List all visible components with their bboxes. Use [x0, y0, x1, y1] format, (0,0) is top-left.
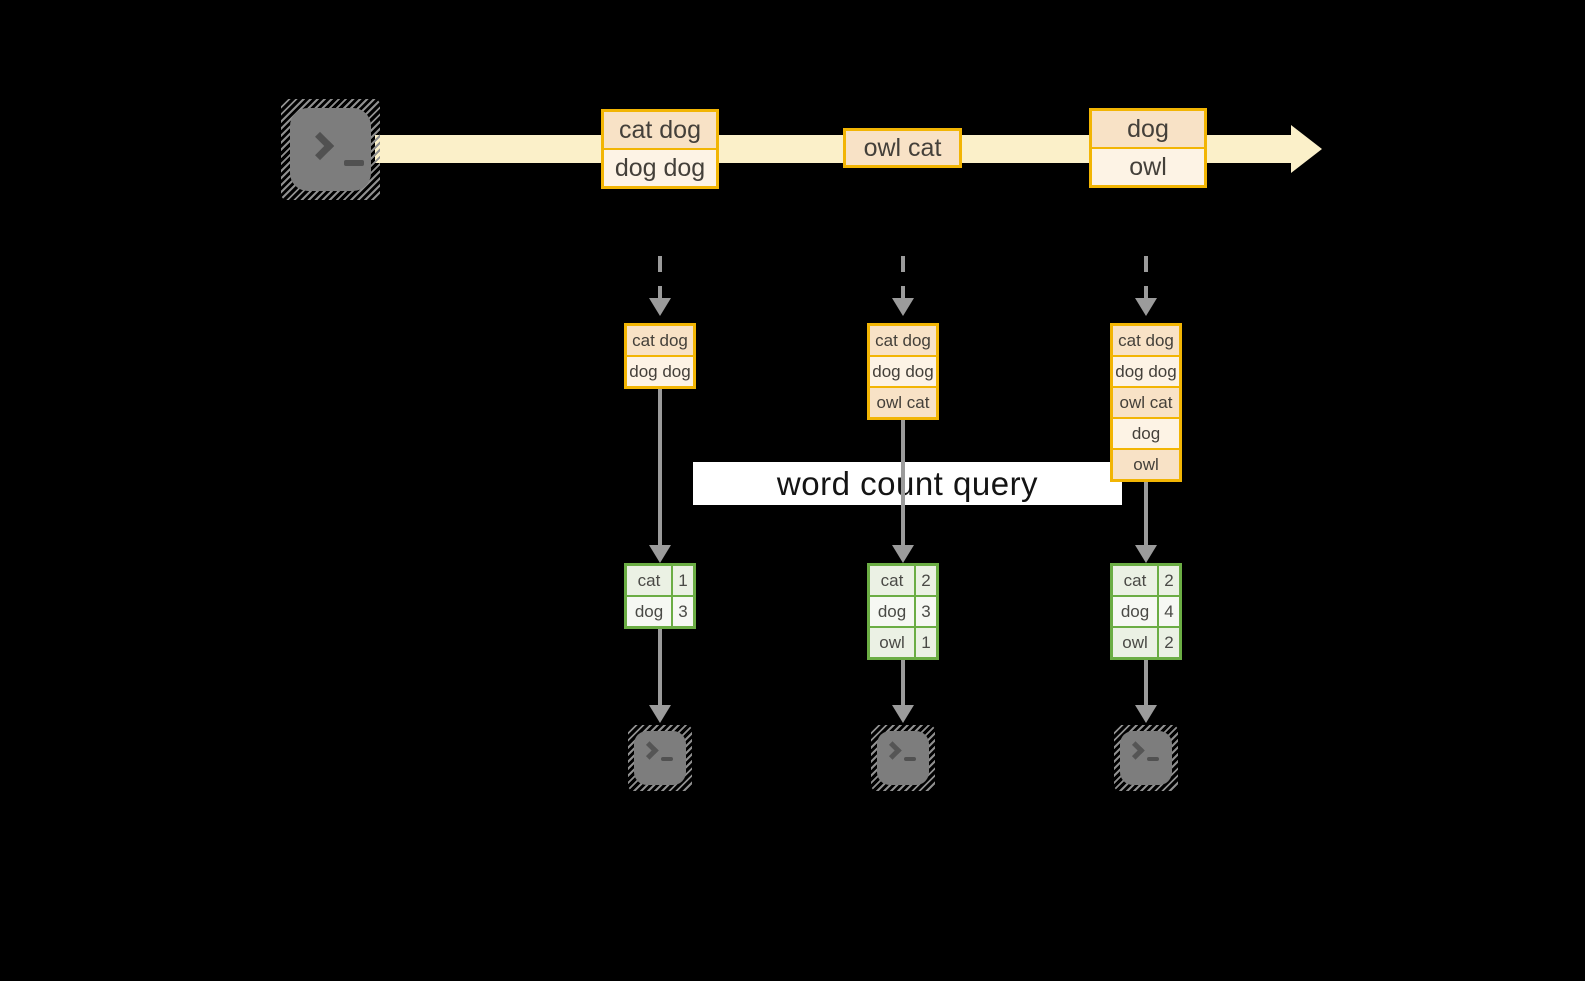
count-word: owl [870, 628, 914, 657]
stream-arrow-head-icon [1291, 125, 1322, 173]
arrow-head-state-to-table-3 [1135, 545, 1157, 563]
state-row: dog dog [1113, 357, 1179, 386]
count-word: cat [627, 566, 671, 595]
count-value: 3 [673, 597, 693, 626]
terminal-screen [290, 108, 371, 191]
stream-event-box-3: dog owl [1089, 108, 1207, 188]
state-box-1: cat dog dog dog [624, 323, 696, 389]
state-row: cat dog [1113, 326, 1179, 355]
state-row: owl [1113, 450, 1179, 479]
dashed-arrow-head-2 [892, 298, 914, 316]
count-table-3: cat 2 dog 4 owl 2 [1110, 563, 1182, 660]
prompt-chevron-icon [1126, 741, 1145, 760]
prompt-chevron-icon [883, 741, 902, 760]
dashed-arrow-line-2 [901, 256, 905, 298]
terminal-source-icon [281, 99, 380, 200]
prompt-chevron-icon [640, 741, 659, 760]
terminal-screen [1120, 731, 1172, 785]
stream-event-box-1: cat dog dog dog [601, 109, 719, 189]
count-word: dog [870, 597, 914, 626]
count-word: cat [870, 566, 914, 595]
dashed-arrow-head-1 [649, 298, 671, 316]
count-value: 2 [1159, 628, 1179, 657]
terminal-screen [877, 731, 929, 785]
state-box-3: cat dog dog dog owl cat dog owl [1110, 323, 1182, 482]
event-line: dog [1092, 111, 1204, 147]
state-row: dog dog [870, 357, 936, 386]
count-word: cat [1113, 566, 1157, 595]
count-value: 1 [673, 566, 693, 595]
state-row: dog [1113, 419, 1179, 448]
dashed-arrow-head-3 [1135, 298, 1157, 316]
arrow-head-table-to-sink-3 [1135, 705, 1157, 723]
terminal-screen [634, 731, 686, 785]
event-line: owl cat [846, 131, 959, 165]
count-value: 1 [916, 628, 936, 657]
state-row: cat dog [627, 326, 693, 355]
arrow-head-state-to-table-2 [892, 545, 914, 563]
arrow-line-state-to-table-3 [1144, 482, 1148, 547]
query-label: word count query [776, 464, 1039, 502]
dashed-arrow-line-3 [1144, 256, 1148, 298]
arrow-line-table-to-sink-1 [658, 629, 662, 707]
state-row: owl cat [870, 388, 936, 417]
dashed-arrow-line-1 [658, 256, 662, 298]
count-table-1: cat 1 dog 3 [624, 563, 696, 629]
count-value: 4 [1159, 597, 1179, 626]
arrow-line-state-to-table-1 [658, 389, 662, 547]
state-row: cat dog [870, 326, 936, 355]
event-line: dog dog [604, 150, 716, 186]
prompt-cursor-icon [1147, 757, 1159, 761]
event-line: cat dog [604, 112, 716, 148]
arrow-line-table-to-sink-2 [901, 660, 905, 707]
arrow-head-table-to-sink-1 [649, 705, 671, 723]
arrow-line-table-to-sink-3 [1144, 660, 1148, 707]
prompt-cursor-icon [661, 757, 673, 761]
prompt-cursor-icon [904, 757, 916, 761]
query-label-banner: word count query [693, 462, 1122, 505]
arrow-head-state-to-table-1 [649, 545, 671, 563]
state-row: dog dog [627, 357, 693, 386]
count-word: dog [1113, 597, 1157, 626]
count-word: owl [1113, 628, 1157, 657]
count-value: 3 [916, 597, 936, 626]
count-word: dog [627, 597, 671, 626]
prompt-chevron-icon [305, 131, 335, 161]
terminal-sink-icon-2 [871, 725, 935, 791]
arrow-head-table-to-sink-2 [892, 705, 914, 723]
count-value: 2 [1159, 566, 1179, 595]
prompt-cursor-icon [344, 160, 364, 166]
count-value: 2 [916, 566, 936, 595]
event-line: owl [1092, 149, 1204, 185]
arrow-line-state-to-table-2 [901, 420, 905, 547]
stream-event-box-2: owl cat [843, 128, 962, 168]
state-box-2: cat dog dog dog owl cat [867, 323, 939, 420]
terminal-sink-icon-1 [628, 725, 692, 791]
terminal-sink-icon-3 [1114, 725, 1178, 791]
state-row: owl cat [1113, 388, 1179, 417]
count-table-2: cat 2 dog 3 owl 1 [867, 563, 939, 660]
